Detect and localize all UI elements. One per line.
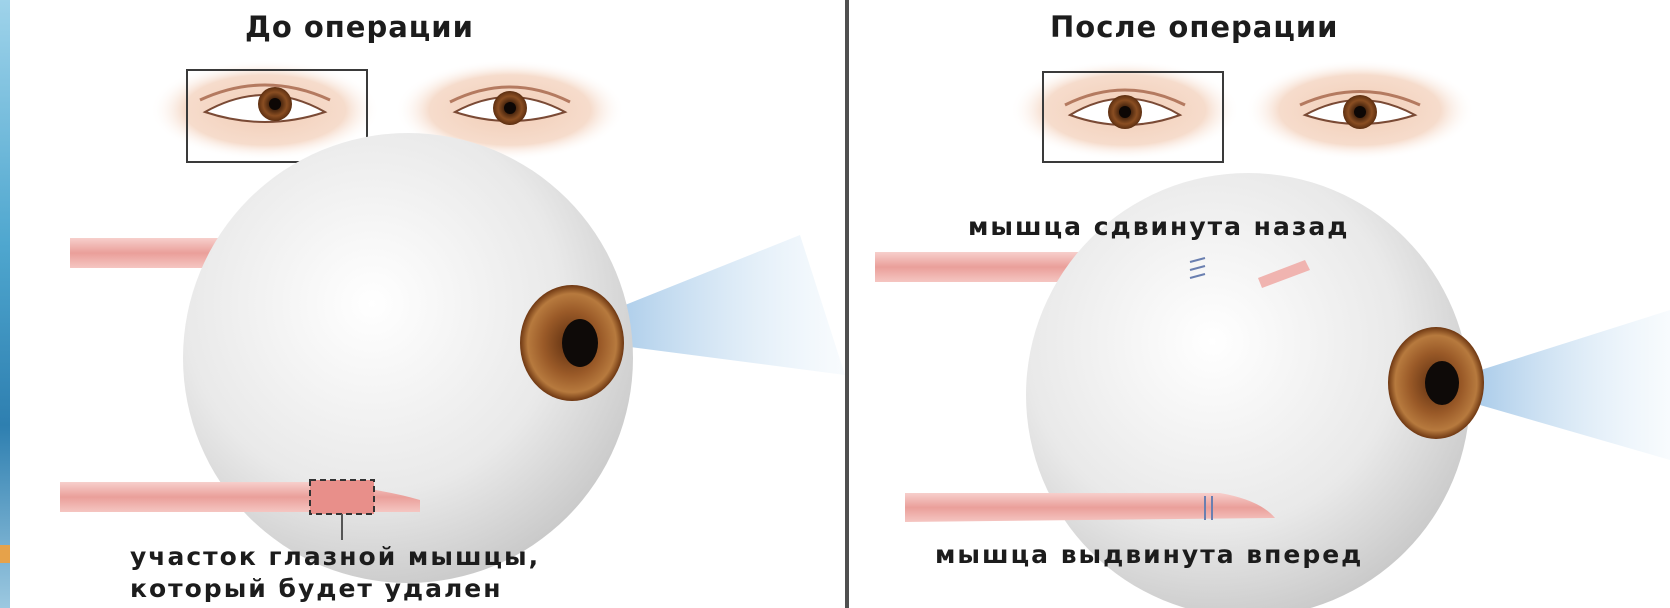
after-label-bottom: мышца выдвинута вперед [935,540,1363,569]
before-eyeball-pupil [562,319,598,367]
before-callout-line2: который будет удален [130,574,503,603]
after-eye-right-pupil [1354,106,1366,118]
before-eye-right-pupil [504,102,516,114]
panel-divider [845,0,849,608]
before-heading: До операции [245,10,474,44]
before-light-beam [600,235,845,375]
after-eyeball-pupil [1425,361,1459,405]
after-label-top: мышца сдвинута назад [968,212,1349,241]
after-bottom-muscle [905,493,1275,522]
before-eye-left-pupil [269,98,281,110]
before-removal-segment [310,480,374,514]
after-heading: После операции [1050,10,1338,44]
before-eyeball-diagram [60,133,845,583]
after-eye-left-pupil [1119,106,1131,118]
after-light-beam [1465,310,1670,460]
after-face-eyes [1010,60,1475,162]
before-callout-line1: участок глазной мышцы, [130,542,540,571]
